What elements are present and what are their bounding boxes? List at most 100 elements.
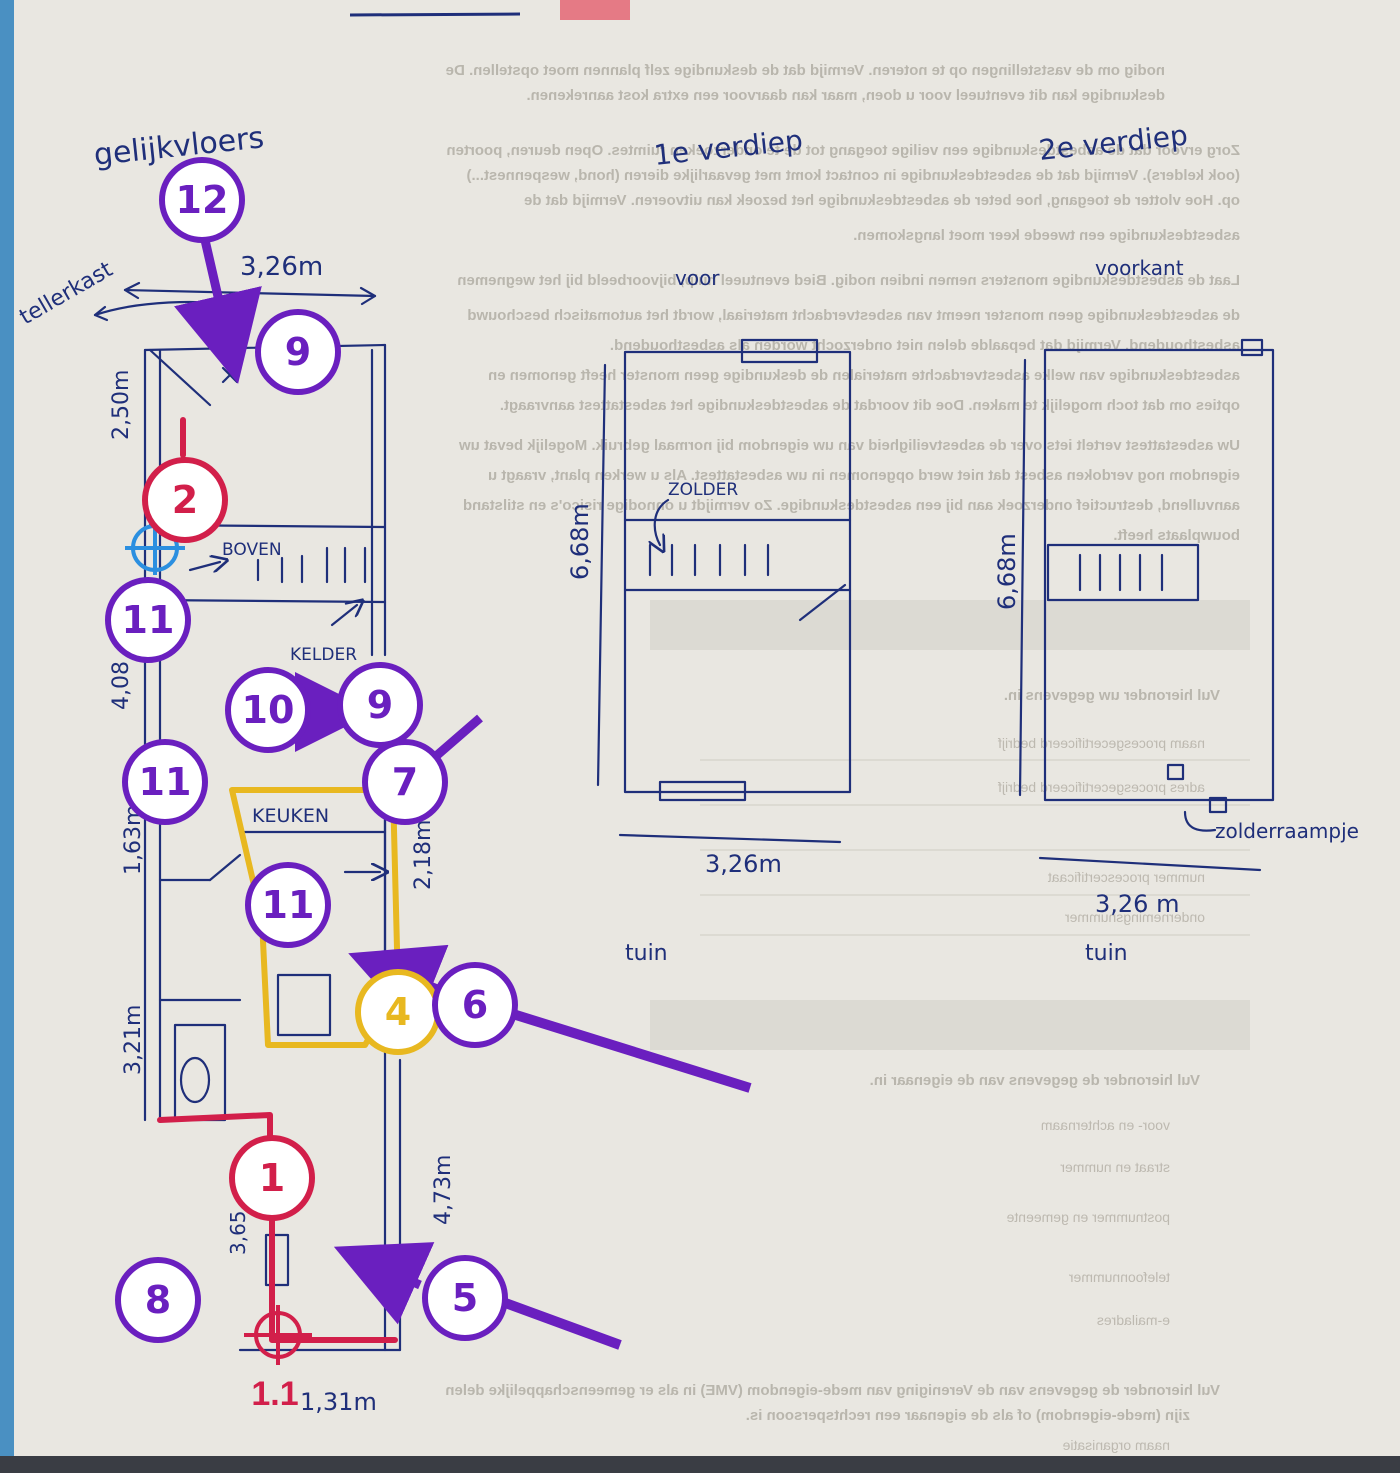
first-floor-window-bottom: [658, 780, 747, 802]
svg-text:2: 2: [172, 478, 198, 522]
svg-text:6: 6: [462, 983, 488, 1027]
marker-badge-12: 12: [159, 157, 245, 243]
svg-text:11: 11: [122, 598, 175, 642]
svg-text:4: 4: [385, 990, 411, 1034]
svg-text:11: 11: [262, 883, 315, 927]
marker-badge-6: 6: [432, 962, 518, 1048]
arrow-12: [174, 238, 262, 384]
doc-line: Zorg ervoor dat de asbestdeskundige een …: [447, 142, 1240, 159]
dim-365: 3,65: [226, 1210, 250, 1255]
marker-label-1-1: 1.1: [251, 1375, 298, 1413]
svg-text:11: 11: [139, 760, 192, 804]
svg-text:9: 9: [285, 330, 311, 374]
marker-badge-9b: 9: [337, 662, 423, 748]
second-floor-width-dim: [1038, 856, 1262, 872]
kelder-arrow: [330, 605, 357, 627]
dim-250: 2,50m: [109, 370, 134, 440]
dim-first-width: 3,26m: [705, 850, 782, 878]
gf-door-mid: [208, 853, 242, 882]
doc-line: nodig om de vaststellingen op te noteren…: [446, 62, 1165, 79]
zolderraampje-box: [1166, 763, 1185, 781]
doc-form-row: e-mailadres: [1097, 1312, 1170, 1328]
doc-line: Laat de asbestdeskundige monsters nemen …: [457, 272, 1240, 289]
red-tape-top: [560, 0, 630, 20]
doc-line: de asbestdeskundige geen monster neemt v…: [467, 307, 1240, 324]
doc-form-row: Vul hieronder de gegevens van de Verenig…: [445, 1382, 1220, 1399]
second-floor-window-top: [1240, 338, 1264, 357]
svg-text:8: 8: [145, 1278, 171, 1322]
doc-form-row: naam procesgecertificeerd bedrijf: [998, 735, 1205, 751]
svg-text:12: 12: [176, 178, 229, 222]
label-zolder: ZOLDER: [668, 480, 738, 500]
marker-badge-9a: 9: [255, 309, 341, 395]
dim-top-width: 3,26m: [240, 252, 323, 282]
marker-badge-10: 10: [225, 667, 311, 753]
first-floor-height-dim: [596, 363, 607, 787]
dim-first-height: 6,68m: [566, 503, 594, 580]
first-floor-width-dim: [618, 833, 842, 844]
second-floor-outline: [1043, 348, 1275, 802]
paper-bottom-edge: [0, 1456, 1400, 1468]
zolder-arrow: [655, 498, 670, 545]
dim-second-height: 6,68m: [993, 533, 1021, 610]
dim-321: 3,21m: [121, 1005, 146, 1075]
doc-form-row: nummer procescertificaat: [1048, 869, 1205, 885]
red-wall-segment-bottom: [269, 1207, 398, 1343]
label-kelder: KELDER: [290, 645, 357, 665]
marker-badge-11b: 11: [122, 739, 208, 825]
doc-form-row: zijn (mede-eigendom) of als de eigenaar …: [746, 1407, 1190, 1424]
arrow-5-head: [333, 1242, 435, 1325]
first-floor-window-top: [740, 338, 819, 364]
doc-form-row: straat en nummer: [1060, 1159, 1170, 1175]
marker-badge-2: 2: [142, 457, 228, 543]
doc-line: deskundige kan dit eventueel voor u doen…: [526, 87, 1165, 104]
doc-section-band: [650, 600, 1250, 650]
first-floor-door: [798, 583, 847, 622]
doc-line: opties om dat toch mogelijk te maken. Do…: [500, 397, 1240, 414]
first-floor-outline: [623, 350, 852, 794]
toilet-icon: [179, 1056, 211, 1104]
dim-473: 4,73m: [431, 1155, 456, 1225]
doc-form-row: postnummer en gemeente: [1006, 1209, 1170, 1225]
label-tuin-first: tuin: [625, 941, 668, 966]
dim-218: 2,18m: [411, 820, 436, 890]
top-width-arrowheads: [123, 281, 377, 306]
marker-badge-11c: 11: [245, 862, 331, 948]
second-floor-height-dim: [1018, 358, 1027, 797]
second-floor-stair: [1046, 543, 1200, 602]
doc-line: asbestdeskundige van welke asbestverdach…: [488, 367, 1240, 384]
doc-line: (ook kelders). Vermijd dat de asbestdesk…: [466, 167, 1240, 184]
second-floor-window-bottom: [1208, 796, 1228, 814]
paper-shadow: [0, 0, 14, 1468]
label-voorkant: voorkant: [1095, 256, 1184, 280]
label-zolderraampje: zolderraampje: [1215, 819, 1359, 843]
gf-stair-treads: [256, 546, 367, 584]
crosshair-1-1: [244, 1305, 312, 1365]
boven-arrow: [188, 562, 220, 570]
svg-text:9: 9: [367, 683, 393, 727]
doc-section-band: [650, 1000, 1250, 1050]
marker-badge-7: 7: [362, 739, 448, 825]
doc-line: op. Hoe vlotter de toegang, hoe beter de…: [524, 192, 1240, 209]
label-keuken: KEUKEN: [252, 805, 329, 827]
label-tuin-second: tuin: [1085, 941, 1128, 966]
doc-form-row: naam organisatie: [1062, 1437, 1170, 1453]
svg-text:1: 1: [259, 1156, 285, 1200]
dim-second-width: 3,26 m: [1095, 890, 1179, 918]
doc-form-row: Vul hieronder uw gegevens in.: [1004, 687, 1220, 704]
svg-text:5: 5: [452, 1276, 478, 1320]
doc-line: eigendom nog verdoken asbest dat niet we…: [488, 467, 1240, 484]
doc-form-row: Vul hieronder de gegevens van de eigenaa…: [870, 1072, 1200, 1089]
dim-bottom-width: 1,31m: [300, 1388, 377, 1416]
label-boven: BOVEN: [222, 540, 282, 560]
first-floor-stair-treads: [648, 543, 770, 577]
doc-form-row: ondernemingsnummer: [1065, 909, 1205, 925]
marker-badge-1: 1: [229, 1135, 315, 1221]
doc-form-row: adres procesgecertificeerd bedrijf: [998, 779, 1205, 795]
svg-text:7: 7: [392, 760, 418, 804]
doc-line: asbestdeskundige een tweede keer moet la…: [853, 227, 1240, 244]
second-floor-stair-treads: [1078, 553, 1164, 592]
marker-badge-5: 5: [422, 1255, 508, 1341]
